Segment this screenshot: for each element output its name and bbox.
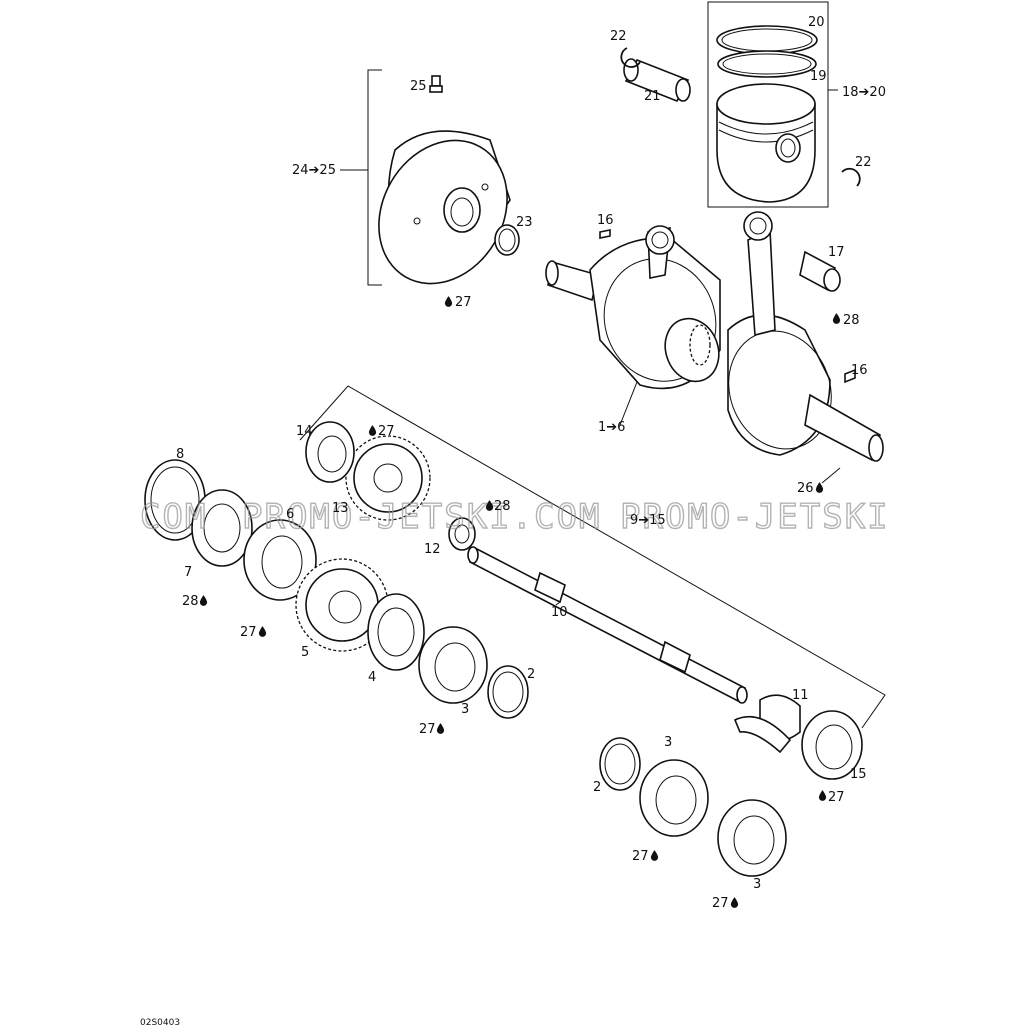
piston-group (620, 1, 861, 208)
callout-27-bearing15: 27 (828, 790, 845, 805)
callout-10: 10 (551, 605, 568, 620)
callout-1-6: 1➔6 (598, 420, 625, 435)
ball-bearing-3-left (418, 626, 488, 704)
callout-3-middle: 3 (664, 735, 672, 750)
crankshaft-group (545, 211, 884, 462)
diagram-code: 02S0403 (140, 1018, 180, 1028)
oil-drop-icon (444, 296, 453, 307)
crankshaft-mag-end (804, 393, 881, 462)
oil-drop-icon (199, 595, 208, 606)
oil-drop-icon (815, 482, 824, 493)
callout-7: 7 (184, 565, 192, 580)
flywheel-hub (443, 187, 481, 233)
piston-group-frame (707, 1, 829, 208)
piston-ring-second (717, 50, 817, 78)
watermark-middle: PROMO-JETSKI.COM (242, 497, 602, 537)
oil-drop-icon (436, 723, 445, 734)
callout-27-bearing3-middle: 27 (632, 849, 649, 864)
callout-27-bearing3-bottom: 27 (712, 896, 729, 911)
callout-9-15: 9➔15 (630, 513, 666, 528)
callout-26: 26 (797, 481, 814, 496)
oil-seal-7 (191, 489, 253, 567)
callout-24-25: 24➔25 (292, 163, 336, 178)
callout-16-right: 16 (851, 363, 868, 378)
callout-labels: 20 22 19 18➔20 21 25 24➔25 22 16 23 17 2… (140, 15, 886, 1028)
callout-21: 21 (644, 89, 661, 104)
gear-stack-group (144, 459, 529, 719)
callout-27-bearing3-left: 27 (419, 722, 436, 737)
piston-pin-bore (775, 133, 801, 163)
ball-bearing-3-bottom (717, 799, 787, 877)
callout-23: 23 (516, 215, 533, 230)
callout-15: 15 (850, 767, 867, 782)
piston (716, 103, 816, 203)
callout-19: 19 (810, 69, 827, 84)
circlip-right (841, 167, 861, 187)
woodruff-key-right (844, 368, 856, 384)
leader-lines (555, 381, 841, 606)
piston-ring-top (716, 25, 818, 55)
oil-drop-icon (650, 850, 659, 861)
balancer-shaft-group (299, 385, 886, 780)
oil-drop-icon (832, 313, 841, 324)
callout-27-bearing14: 27 (378, 424, 395, 439)
callout-2-left: 2 (527, 667, 535, 682)
callout-6: 6 (286, 507, 294, 522)
watermark: COM PROMO-JETSKI.COM PROMO-JETSKI (139, 496, 890, 537)
snap-ring-2-right (599, 737, 641, 791)
ball-bearing-6 (243, 519, 317, 601)
callout-3-left: 3 (461, 702, 469, 717)
oil-drop-icon (258, 626, 267, 637)
callout-28-seal: 28 (182, 594, 199, 609)
callout-14: 14 (296, 424, 313, 439)
callout-25: 25 (410, 79, 427, 94)
circlip-left (620, 47, 641, 68)
ball-bearing-14 (305, 421, 355, 483)
thrust-washer-4 (367, 593, 425, 671)
grease-fitting (431, 75, 441, 87)
callout-27-flywheel: 27 (455, 295, 472, 310)
watermark-left: COM (140, 497, 207, 537)
ball-bearing-3-middle (639, 759, 709, 837)
oil-drop-icon (368, 425, 377, 436)
callout-20: 20 (808, 15, 825, 30)
callout-18-20: 18➔20 (842, 85, 886, 100)
callout-22-right: 22 (855, 155, 872, 170)
callout-12: 12 (424, 542, 441, 557)
oil-drop-icon (818, 790, 827, 801)
callout-28-gear: 28 (494, 499, 511, 514)
callout-22-top: 22 (610, 29, 627, 44)
callout-11: 11 (792, 688, 809, 703)
callout-27-bearing6: 27 (240, 625, 257, 640)
callout-2-right: 2 (593, 780, 601, 795)
callout-5: 5 (301, 645, 309, 660)
callout-28-needle: 28 (843, 313, 860, 328)
callout-16-top: 16 (597, 213, 614, 228)
crank-web-right (727, 314, 831, 456)
lower-bearings-group (599, 737, 787, 877)
ball-bearing-12 (448, 517, 476, 551)
watermark-right: PROMO-JETSKI (620, 497, 890, 537)
oil-drop-icon (730, 897, 739, 908)
snap-ring-2-left (487, 665, 529, 719)
callout-3-bottom: 3 (753, 877, 761, 892)
callout-8: 8 (176, 447, 184, 462)
woodruff-key-top (599, 229, 611, 239)
callout-13: 13 (332, 501, 349, 516)
callout-4: 4 (368, 670, 376, 685)
callout-17: 17 (828, 245, 845, 260)
flywheel-group (340, 69, 520, 286)
